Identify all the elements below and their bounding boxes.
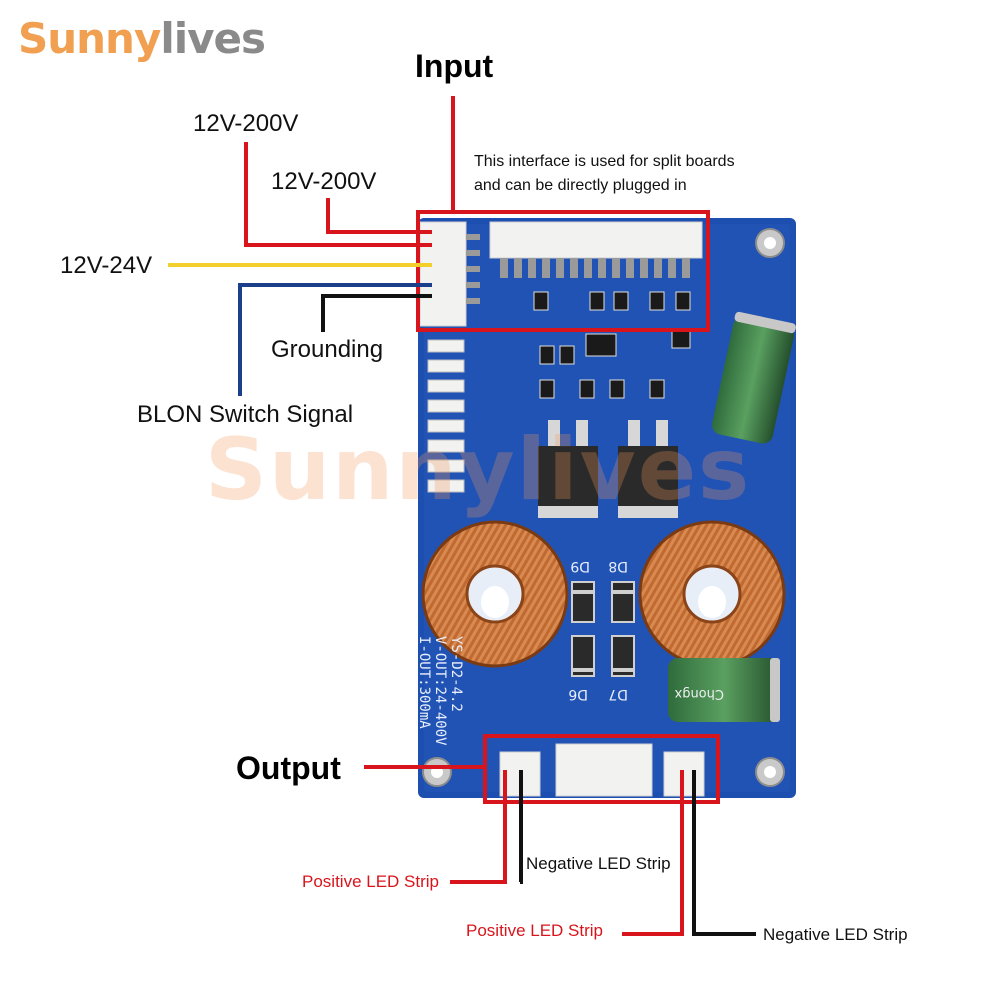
output-title: Output (236, 750, 341, 786)
input-title: Input (415, 48, 494, 84)
wire-hv1 (244, 142, 432, 247)
wire-neg1 (519, 770, 523, 884)
wire-hv2 (326, 198, 432, 234)
watermark-text: Sunnylives (205, 420, 752, 520)
capacitor-top (712, 311, 796, 444)
split-board-note: This interface is used for split boards … (474, 150, 794, 198)
label-hv1: 12V-200V (193, 110, 299, 137)
wire-blon (238, 283, 432, 396)
output-connectors (499, 743, 705, 797)
note-line-2: and can be directly plugged in (474, 177, 687, 194)
resistor-array (427, 339, 465, 493)
wire-pos2 (622, 770, 684, 936)
input-connector (489, 221, 703, 259)
label-lv: 12V-24V (60, 252, 153, 279)
diode-label-d7: D7 (608, 686, 628, 702)
connector-pins (500, 258, 690, 278)
label-pos1: Positive LED Strip (302, 872, 439, 891)
note-line-1: This interface is used for split boards (474, 153, 735, 170)
board-silk-1: YS-D2-4.2 (448, 636, 464, 712)
label-neg2: Negative LED Strip (763, 925, 908, 944)
label-blon: BLON Switch Signal (137, 401, 354, 428)
capacitor-bottom (668, 658, 780, 722)
mosfet-right (618, 420, 678, 518)
label-ground: Grounding (271, 336, 384, 363)
label-pos2: Positive LED Strip (466, 921, 603, 940)
brand-part-2: lives (160, 14, 266, 63)
label-neg1: Negative LED Strip (526, 854, 671, 873)
diode-label-d6: D6 (568, 686, 588, 702)
board-silk-3: I-OUT:300mA (416, 636, 432, 729)
wire-neg2 (692, 770, 756, 936)
brand-part-1: Sunny (18, 14, 161, 63)
mosfet-left (538, 420, 598, 518)
label-hv2: 12V-200V (271, 168, 377, 195)
wire-pos1 (450, 770, 507, 884)
wire-connector (419, 221, 467, 327)
brand-logo: Sunnylives (18, 14, 266, 63)
diode-label-d9: D9 (570, 558, 590, 574)
diode-label-d8: D8 (608, 558, 628, 574)
capacitor-brand: Chongx (674, 686, 724, 701)
wire-ground (321, 294, 432, 332)
board-silk-2: V-OUT:24-400V (432, 636, 448, 746)
input-highlight-box (416, 210, 710, 332)
